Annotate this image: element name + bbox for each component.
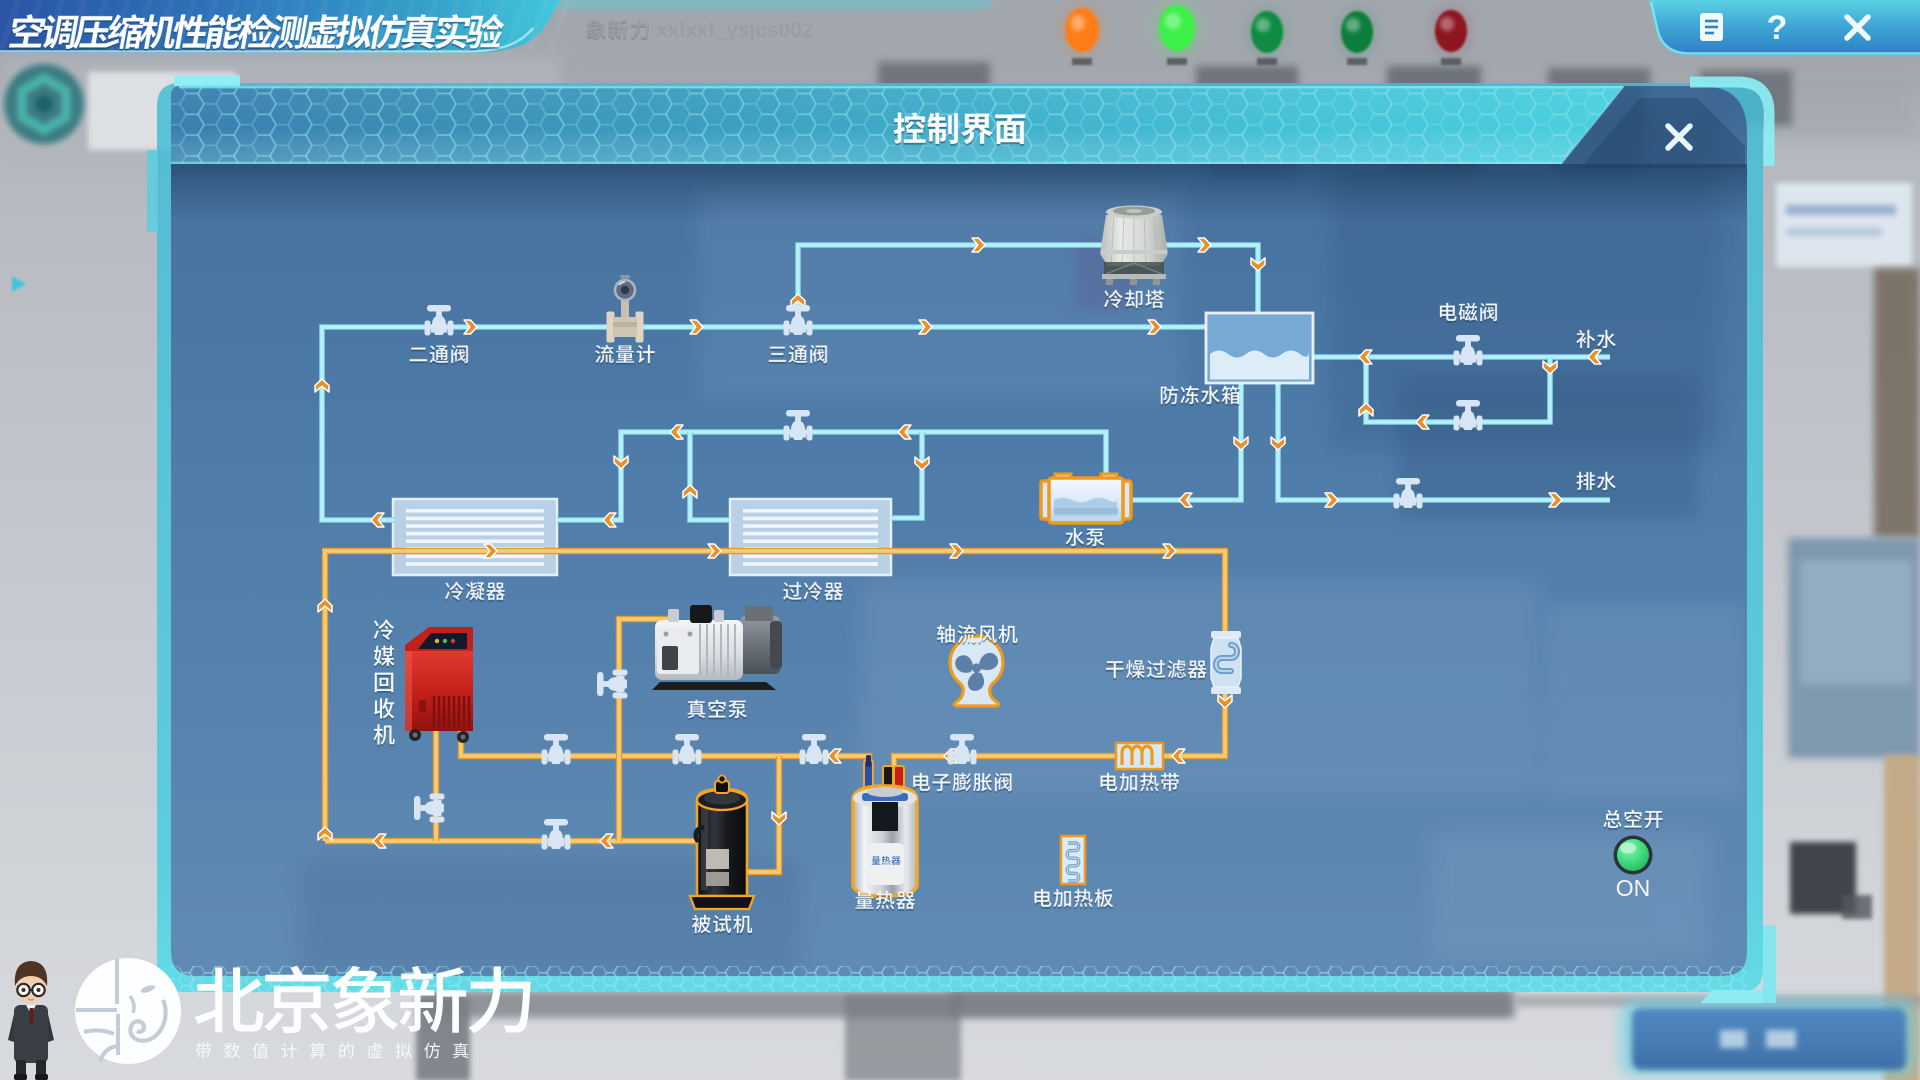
svg-text:xxlxxl_ysjcs002: xxlxxl_ysjcs002 [656, 19, 814, 42]
svg-text:ON: ON [1616, 875, 1651, 901]
svg-text:?: ? [1767, 9, 1788, 47]
